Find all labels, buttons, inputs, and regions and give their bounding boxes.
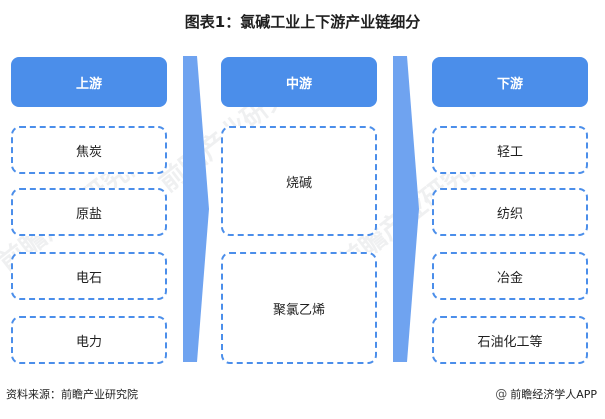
brand-label: 前瞻经济学人APP bbox=[510, 388, 597, 401]
upstream-item-calcium-carbide: 电石 bbox=[11, 252, 167, 300]
downstream-item-metallurgy: 冶金 bbox=[432, 252, 588, 300]
upstream-item-electricity: 电力 bbox=[11, 316, 167, 364]
flow-arrow-midstream-to-downstream bbox=[393, 56, 419, 362]
midstream-item-pvc: 聚氯乙烯 bbox=[221, 252, 377, 364]
downstream-item-petrochemical: 石油化工等 bbox=[432, 316, 588, 364]
midstream-header: 中游 bbox=[221, 57, 377, 107]
at-icon: @ bbox=[495, 387, 508, 401]
upstream-item-coke: 焦炭 bbox=[11, 126, 167, 174]
upstream-header: 上游 bbox=[11, 57, 167, 107]
midstream-item-caustic-soda: 烧碱 bbox=[221, 126, 377, 236]
upstream-item-salt: 原盐 bbox=[11, 188, 167, 236]
figure-title: 图表1：氯碱工业上下游产业链细分 bbox=[184, 13, 421, 31]
brand-credit: @ 前瞻经济学人APP bbox=[495, 386, 597, 402]
downstream-item-light-industry: 轻工 bbox=[432, 126, 588, 174]
downstream-item-textile: 纺织 bbox=[432, 188, 588, 236]
downstream-header: 下游 bbox=[432, 57, 588, 107]
flow-arrow-upstream-to-midstream bbox=[183, 56, 209, 362]
source-note: 资料来源：前瞻产业研究院 bbox=[6, 388, 138, 401]
